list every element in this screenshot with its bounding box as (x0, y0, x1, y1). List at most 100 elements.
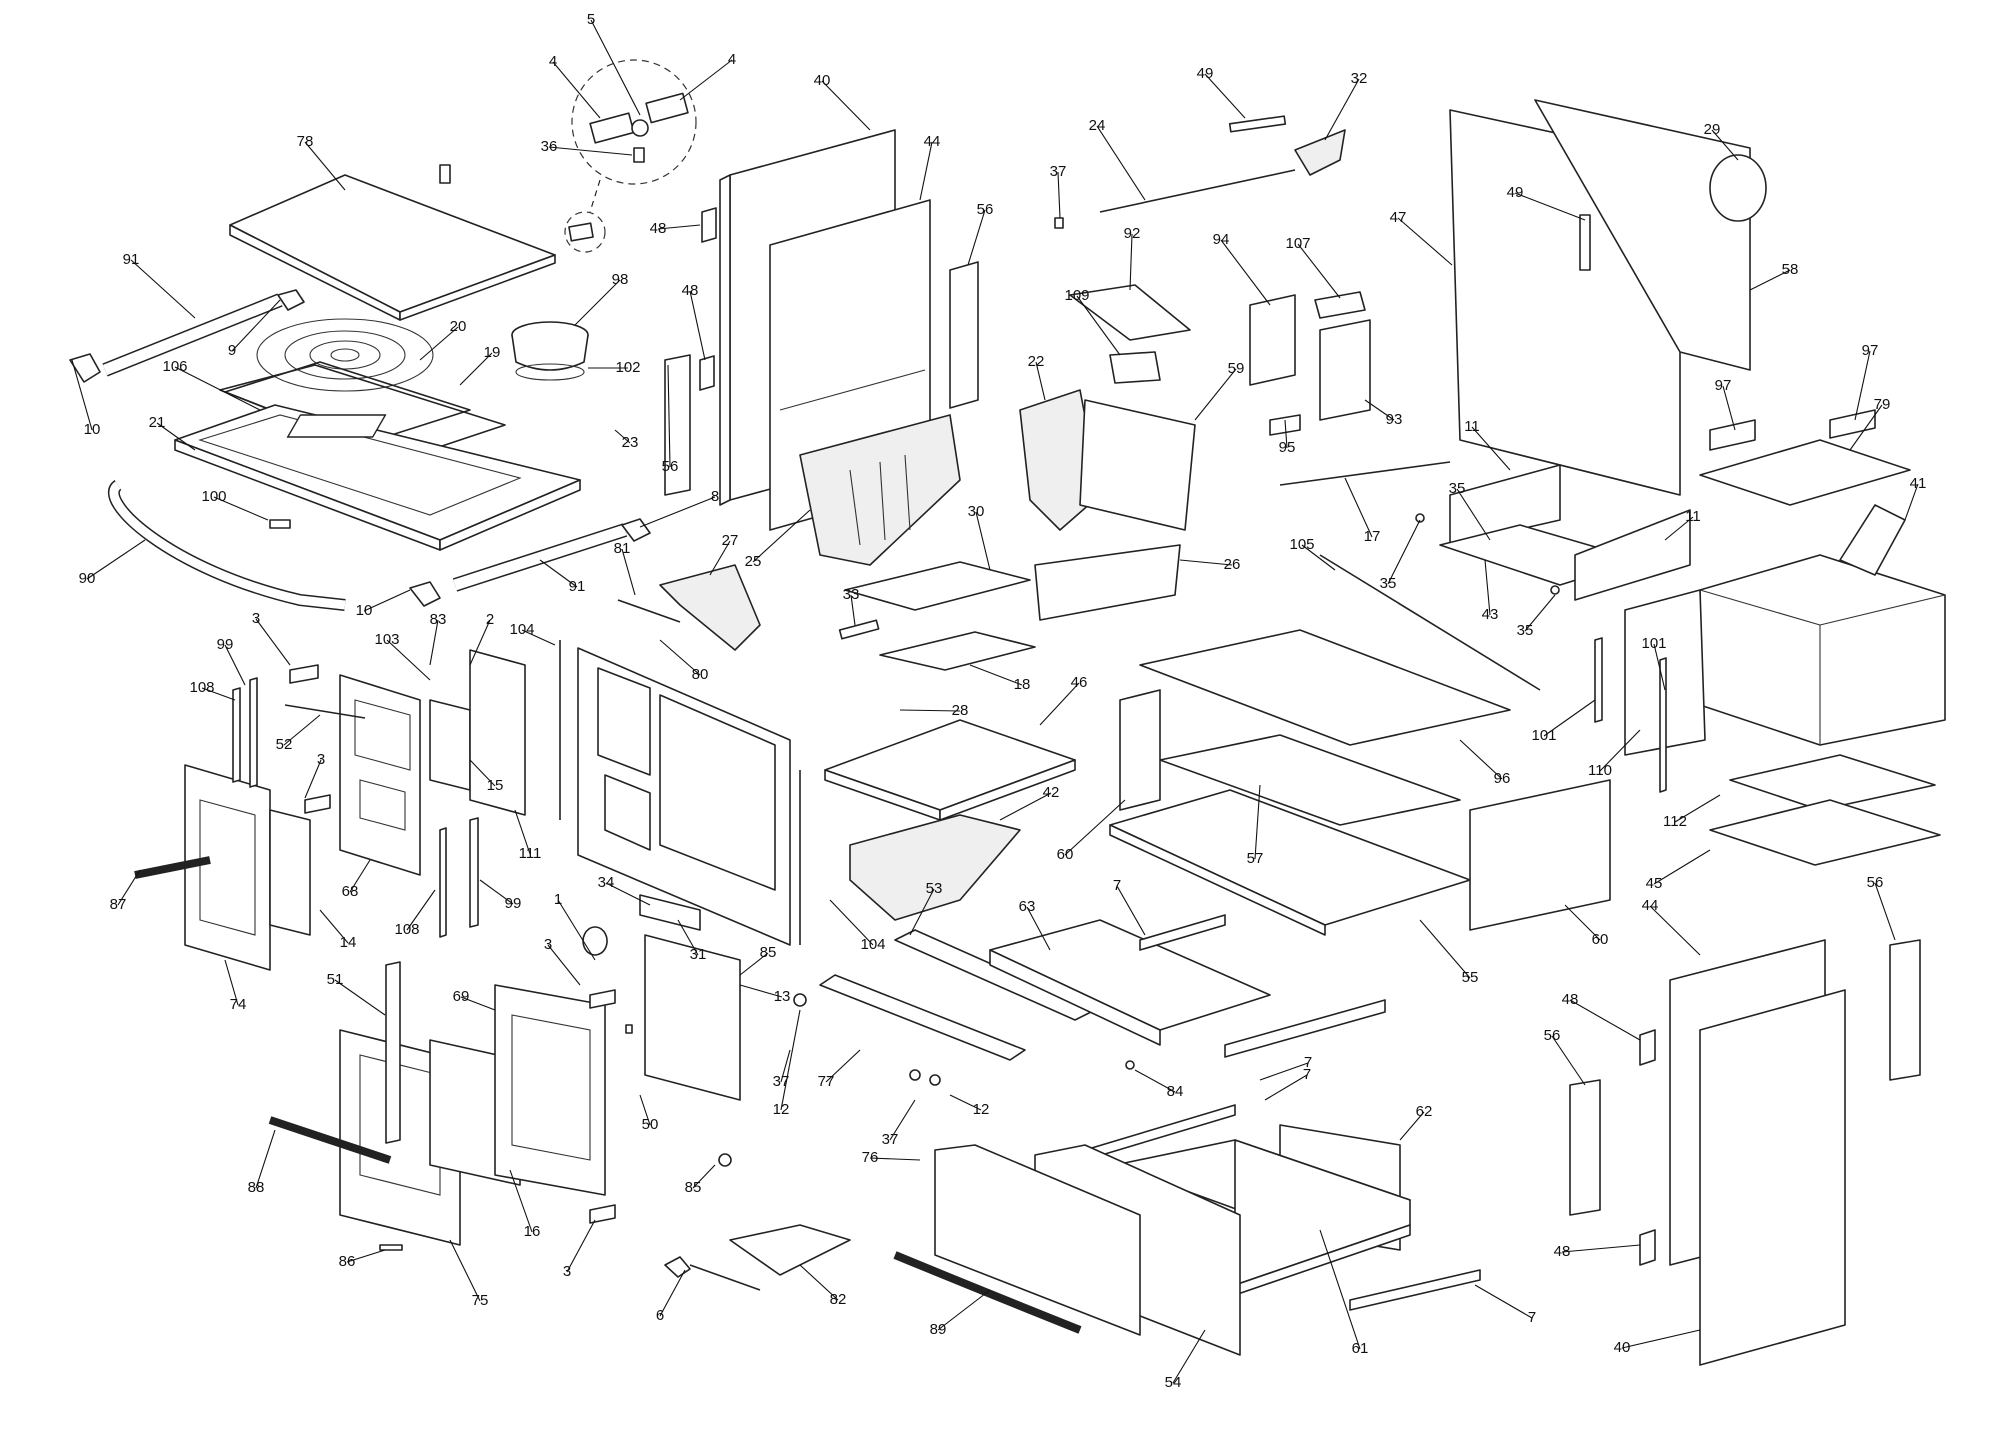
leader-line (850, 594, 856, 626)
leader-line (130, 259, 196, 319)
part-number-label: 37 (882, 1131, 899, 1148)
part-number-label: 6 (656, 1307, 664, 1324)
part-number-label: 32 (1351, 70, 1368, 87)
leader-line (1134, 1069, 1176, 1093)
part-number-label: 104 (860, 936, 885, 953)
part-number-label: 101 (1641, 635, 1666, 652)
leader-line (514, 809, 531, 855)
leader-line (1387, 519, 1421, 585)
channel-56c (1569, 1079, 1601, 1216)
leader-line (1254, 784, 1261, 860)
leader-line (614, 429, 631, 444)
part-number-label: 56 (1867, 874, 1884, 891)
part-number-label: 22 (1028, 353, 1045, 370)
lid-knob (439, 164, 451, 184)
part-number-label: 4 (728, 51, 736, 68)
part-number-label: 74 (230, 996, 247, 1013)
leader-line (1569, 999, 1641, 1041)
strip-99a (249, 677, 258, 788)
hinge-3b (304, 794, 331, 814)
bracket-11b (1574, 509, 1691, 601)
part-number-label: 35 (1517, 622, 1534, 639)
part-number-label: 9 (228, 342, 236, 359)
leader-line (1543, 699, 1596, 737)
part-number-label: 90 (79, 570, 96, 587)
door-74 (184, 764, 271, 971)
part-number-label: 40 (814, 72, 831, 89)
nut-12b (929, 1074, 941, 1086)
part-number-label: 107 (1285, 235, 1310, 252)
part-number-label: 4 (549, 53, 557, 70)
part-number-label: 100 (201, 488, 226, 505)
part-number-label: 27 (722, 532, 739, 549)
glove-82 (729, 1224, 851, 1276)
leader-line (1116, 885, 1146, 936)
panel-109 (1109, 351, 1161, 384)
leader-line (1220, 239, 1271, 306)
part-number-label: 56 (1544, 1027, 1561, 1044)
leader-line (1456, 488, 1491, 541)
part-number-label: 35 (1449, 480, 1466, 497)
part-number-label: 40 (1614, 1339, 1631, 1356)
pin-35a (1415, 513, 1425, 523)
tray-92 (1069, 284, 1191, 341)
leader-line (975, 511, 991, 571)
baffle-26 (1034, 544, 1181, 621)
part-number-label: 7 (1113, 877, 1121, 894)
part-number-label: 76 (862, 1149, 879, 1166)
leader-line (639, 496, 716, 528)
bar-33 (838, 619, 880, 640)
strip-108a (232, 687, 241, 783)
part-number-label: 58 (1782, 261, 1799, 278)
bracket-48d (1639, 1229, 1656, 1266)
part-number-label: 24 (1089, 117, 1106, 134)
part-number-label: 12 (773, 1101, 790, 1118)
rod-24 (1099, 169, 1296, 213)
leader-line (667, 364, 671, 468)
part-number-label: 15 (487, 777, 504, 794)
part-number-label: 11 (1464, 418, 1480, 435)
side-60a (1119, 689, 1161, 811)
leader-line (363, 589, 411, 612)
channel-56a (664, 354, 691, 496)
ring-29 (1709, 154, 1767, 222)
part-number-label: 105 (1289, 536, 1314, 553)
rail-bracket-9 (277, 289, 305, 311)
leader-line (1179, 559, 1233, 566)
part-number-label: 89 (930, 1321, 947, 1338)
part-number-label: 48 (650, 220, 667, 237)
leader-line (1653, 849, 1711, 885)
part-number-label: 20 (450, 318, 467, 335)
handle-87 (134, 856, 211, 879)
leader-line (1344, 477, 1373, 538)
part-number-label: 96 (1494, 770, 1511, 787)
part-number-label: 2 (486, 611, 494, 628)
part-number-label: 79 (1874, 396, 1891, 413)
tray-42 (849, 814, 1021, 921)
handle-88 (268, 1116, 392, 1164)
rod-51 (385, 961, 401, 1144)
leader-line (590, 19, 641, 116)
screw-85 (718, 1153, 732, 1167)
part-number-label: 36 (541, 138, 558, 155)
part-number-label: 51 (327, 971, 344, 988)
leader-line (937, 1289, 991, 1331)
part-number-label: 46 (1071, 674, 1088, 691)
part-number-label: 80 (692, 666, 709, 683)
part-number-label: 106 (162, 358, 187, 375)
hinge-3a (289, 664, 319, 684)
insulation-14 (269, 809, 311, 936)
leader-line (899, 709, 961, 712)
part-number-label: 109 (1064, 287, 1089, 304)
rod-81 (617, 599, 681, 623)
part-number-label: 95 (1279, 439, 1296, 456)
leader-line (156, 422, 196, 451)
leader-line (1026, 906, 1051, 951)
leader-line (709, 540, 731, 576)
part-number-label: 49 (1197, 65, 1214, 82)
leader-line (692, 1164, 716, 1189)
part-number-label: 54 (1165, 1374, 1182, 1391)
clip-100 (269, 519, 291, 529)
tray-45 (1709, 799, 1941, 866)
